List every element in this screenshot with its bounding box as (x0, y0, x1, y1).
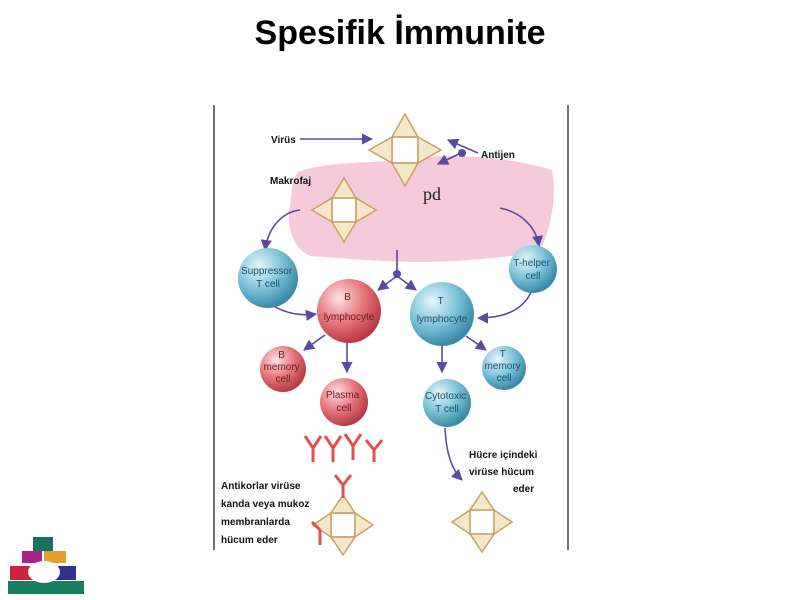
b-lymphocyte: B lymphocyte (317, 279, 381, 343)
antigen-label: Antijen (481, 150, 515, 161)
antibody-group (303, 433, 384, 462)
svg-text:T memory cell: T memory cell (485, 349, 524, 384)
svg-text:T-helper cell: T-helper cell (513, 258, 552, 282)
arrow-thelper-to-t (476, 289, 533, 324)
svg-text:T lymphocyte: T lymphocyte (417, 296, 468, 325)
b-memory-cell: B memory cell (260, 346, 306, 392)
slide-title: Spesifik İmmunite (254, 14, 546, 52)
antibody-3 (343, 433, 363, 460)
antibody-description: Antikorlar virüse kanda veya mukoz membr… (221, 481, 312, 546)
t-lymphocyte: T lymphocyte (410, 282, 474, 346)
arrow-antigen-2 (436, 152, 462, 165)
svg-text:B lymphocyte: B lymphocyte (324, 292, 375, 323)
arrow-macrophage-to-thelper (499, 207, 544, 248)
svg-text:Cytotoxic T cell: Cytotoxic T cell (425, 391, 469, 415)
arrow-to-b (377, 275, 398, 291)
arrow-to-t (396, 275, 417, 291)
attached-antibody-left (310, 520, 322, 545)
antigen-dot (458, 149, 466, 157)
virus-label: Virüs (271, 135, 296, 146)
antibody-2 (323, 435, 343, 462)
virus-in-macrophage (310, 176, 378, 244)
arrow-macrophage-to-suppressor (260, 209, 301, 252)
junction-dot (393, 270, 401, 278)
pd-label: pd (423, 184, 441, 204)
t-memory-cell: T memory cell (482, 346, 526, 390)
virus-bottom-right (450, 490, 514, 554)
macrophage-blob (288, 155, 554, 262)
virus-top (367, 112, 443, 188)
t-helper-cell: T-helper cell (509, 245, 557, 293)
arrow-cytotoxic-to-virus (444, 427, 463, 481)
antibody-4 (364, 439, 384, 462)
arrow-antigen (446, 138, 479, 154)
arrow-b-to-bmemory (303, 334, 326, 351)
svg-text:Suppressor T cell: Suppressor T cell (241, 266, 295, 290)
cell-attack-description: Hücre içindeki virüse hücum eder (469, 450, 540, 495)
virus-bottom-left (311, 493, 375, 557)
antibody-1 (303, 435, 323, 462)
corner-logo (8, 537, 84, 594)
cytotoxic-t-cell: Cytotoxic T cell (423, 379, 471, 427)
plasma-cell: Plasma cell (320, 378, 368, 426)
arrow-t-to-tmemory (465, 335, 487, 351)
svg-text:Plasma cell: Plasma cell (326, 390, 362, 414)
attached-antibody-top (333, 474, 353, 498)
arrow-suppressor-to-b (271, 304, 318, 321)
macrophage-label: Makrofaj (270, 176, 311, 187)
suppressor-t-cell: Suppressor T cell (238, 248, 298, 308)
arrows (260, 133, 544, 481)
svg-text:B memory cell: B memory cell (264, 350, 303, 385)
